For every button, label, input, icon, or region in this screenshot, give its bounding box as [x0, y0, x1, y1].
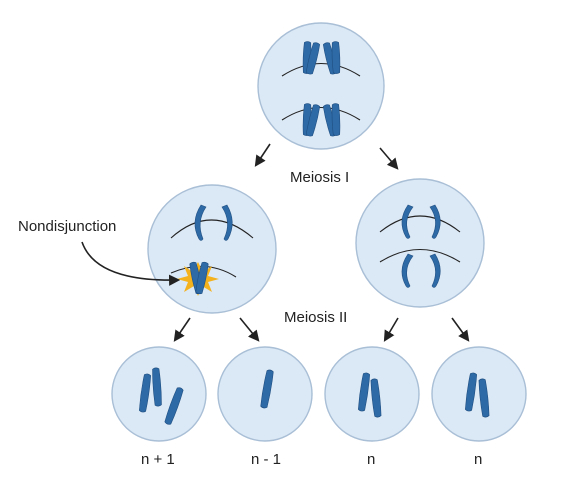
arrow-meiosis1-left	[254, 143, 271, 167]
nondisjunction-pointer-arrow	[81, 241, 181, 286]
gamete-cell-4	[431, 346, 527, 442]
arrow-meiosis2-3	[383, 317, 399, 342]
parent-cell	[257, 22, 385, 150]
meiosis-1-label: Meiosis I	[290, 169, 349, 186]
chromosome-curved-lower-right	[429, 253, 441, 288]
nondisjunction-label: Nondisjunction	[18, 218, 116, 235]
daughter-cell-left	[147, 184, 277, 314]
gamete-label-4: n	[474, 451, 482, 468]
meiosis-2-label: Meiosis II	[284, 309, 347, 326]
chromosome-curved-lower-left	[401, 253, 414, 288]
chromosome-curved-upper-left	[401, 204, 414, 239]
arrow-meiosis2-2	[239, 317, 260, 342]
gamete-cell-1	[111, 346, 207, 442]
gamete-cell-2	[217, 346, 313, 442]
arrow-meiosis2-4	[451, 317, 470, 342]
chromosome-curved-upper-right	[429, 204, 441, 239]
gamete-label-1: n + 1	[141, 451, 175, 468]
chromosome-curved-right	[221, 204, 233, 241]
gamete-cell-3	[324, 346, 420, 442]
arrow-meiosis1-right	[379, 147, 399, 170]
gamete-label-3: n	[367, 451, 375, 468]
chromosome-curved-left	[194, 204, 207, 241]
daughter-cell-right	[355, 178, 485, 308]
arrow-meiosis2-1	[173, 317, 191, 342]
gamete-label-2: n - 1	[251, 451, 281, 468]
